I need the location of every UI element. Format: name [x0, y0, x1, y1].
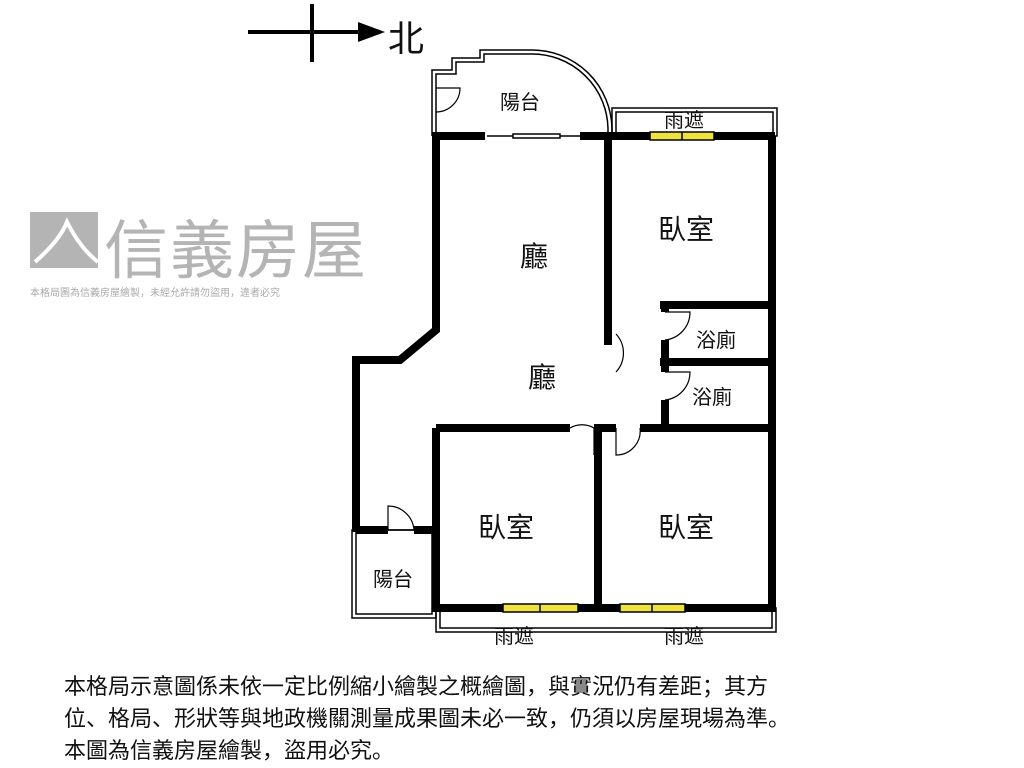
room-bedroom-bottom-right: 臥室: [658, 511, 715, 544]
watermark-logo: [30, 212, 100, 268]
room-bedroom-top-right: 臥室: [658, 213, 715, 246]
room-balcony-top: 陽台: [500, 90, 540, 114]
sliding-door: [487, 133, 580, 139]
windows: [502, 131, 715, 613]
note-line: 本圖為信義房屋繪製，盜用必究。: [64, 739, 395, 764]
compass-north-label: 北: [388, 19, 425, 60]
watermark-notice: 本格局圖為信義房屋繪製，未經允許請勿盜用，違者必究: [30, 288, 280, 299]
label-shelter-top: 雨遮: [664, 108, 704, 132]
watermark-brand: 信義房屋: [104, 215, 368, 289]
room-living-top: 廳: [520, 240, 549, 273]
north-arrow-icon: [248, 4, 385, 62]
room-balcony-left: 陽台: [373, 567, 413, 591]
room-bedroom-bottom-left: 臥室: [478, 511, 535, 544]
room-living-mid: 廳: [528, 361, 557, 394]
note-line: 位、格局、形狀等與地政機關測量成果圖未必一致，仍須以房屋現場為準。: [64, 707, 791, 732]
room-bath-2: 浴廁: [692, 385, 732, 409]
disclaimer-note: 本格局示意圖係未依一定比例縮小繪製之概繪圖，與實況仍有差距；其方 位、格局、形狀…: [64, 672, 790, 768]
label-shelter-bottom-right: 雨遮: [664, 624, 704, 648]
label-shelter-bottom-left: 雨遮: [494, 624, 534, 648]
note-line: 本格局示意圖係未依一定比例縮小繪製之概繪圖，與實況仍有差距；其方: [64, 675, 769, 700]
room-bath-1: 浴廁: [696, 328, 736, 352]
doors: [387, 87, 691, 531]
